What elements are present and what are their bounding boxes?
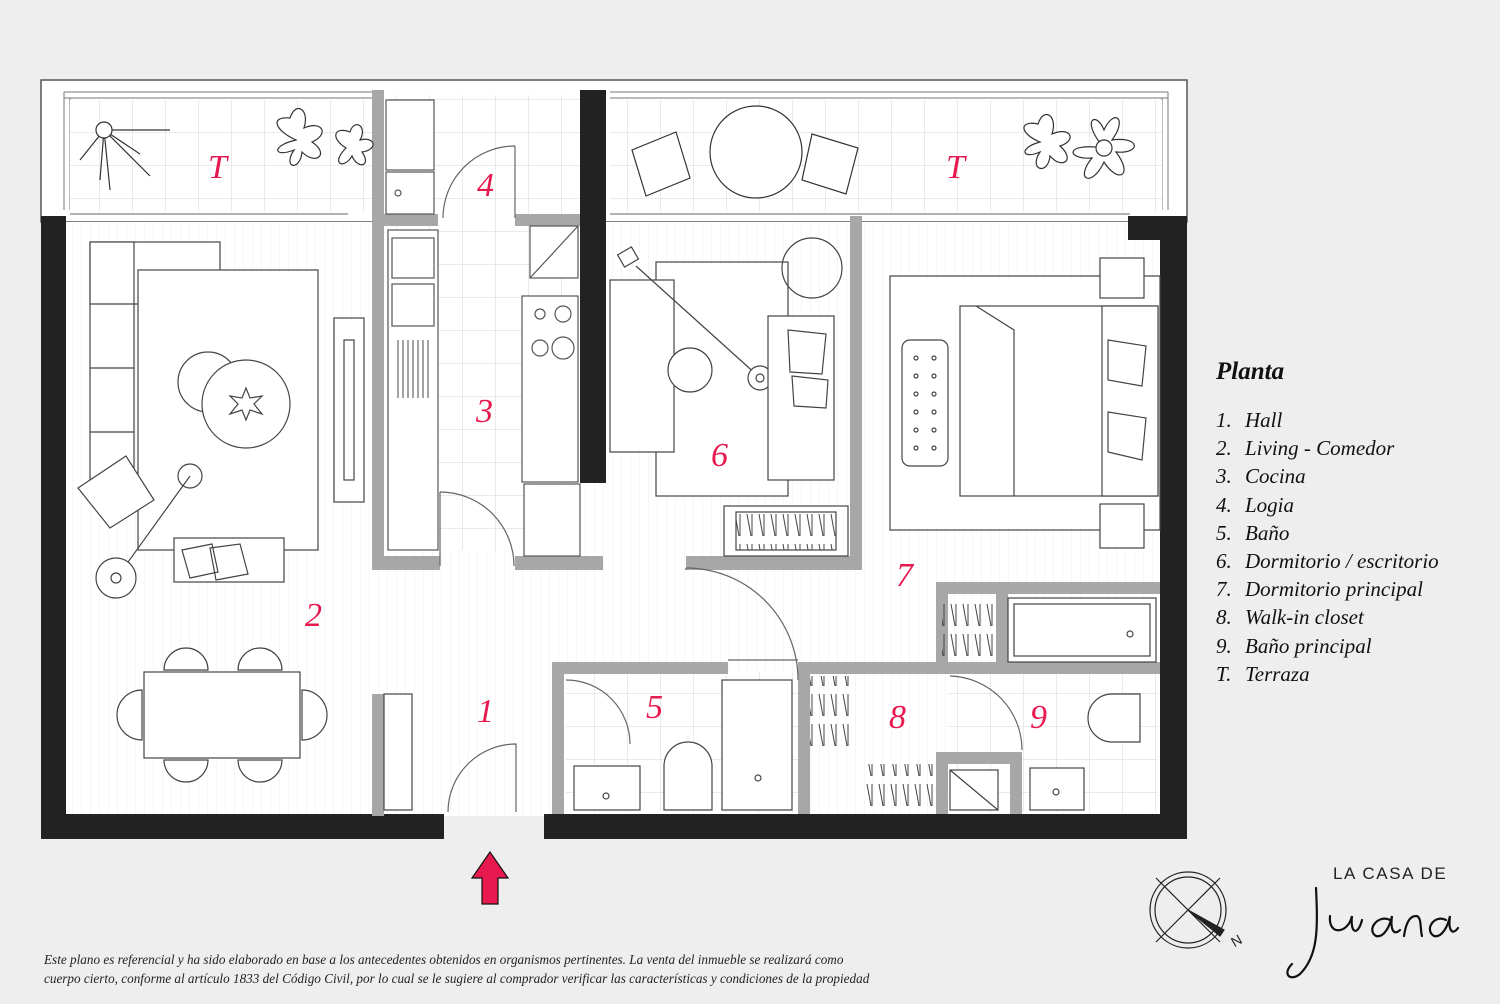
legend-item-label: Baño principal: [1245, 633, 1372, 658]
bathroom-fixtures: [573, 597, 1157, 811]
legend-item-number: 1.: [1216, 408, 1232, 432]
legend-item: 5. Baño: [1216, 519, 1439, 547]
terrace-label-right: T: [946, 149, 967, 186]
legend-item-label: Dormitorio principal: [1245, 577, 1423, 602]
legend-item-number: 2.: [1216, 436, 1232, 461]
legend-item: 1. Hall: [1216, 406, 1439, 434]
living-furniture: [77, 241, 413, 811]
doors: [439, 145, 1023, 813]
legend-title: Planta: [1216, 358, 1285, 385]
room-label-7: 7: [896, 557, 915, 594]
legend-item-number: 5.: [1216, 520, 1232, 545]
legend-item-label: Terraza: [1245, 661, 1310, 686]
legend-item-label: Logia: [1245, 492, 1295, 517]
legend-item-number: 7.: [1216, 577, 1232, 602]
legend-item: 6. Dormitorio / escritorio: [1216, 547, 1439, 575]
legend-item-number: 3.: [1216, 464, 1232, 489]
legend-item-number: 8.: [1216, 605, 1232, 630]
room-label-3: 3: [475, 393, 493, 430]
terrace-label-left: T: [208, 149, 229, 186]
legend-item-label: Hall: [1245, 408, 1283, 432]
north-compass-icon: N: [1149, 871, 1245, 950]
disclaimer: Este plano es referencial y ha sido elab…: [44, 950, 1104, 988]
interior-partitions: [372, 90, 1160, 816]
entry-arrow-icon: [470, 850, 510, 905]
terrace-furniture: [79, 105, 1135, 199]
brand-name: LA CASA DE: [1333, 864, 1448, 883]
legend-item: 9. Baño principal: [1216, 632, 1439, 660]
room-label-9: 9: [1030, 699, 1047, 736]
legend-item-number: 6.: [1216, 548, 1232, 573]
legend-item-number: 4.: [1216, 492, 1232, 517]
compass-letter: N: [1228, 931, 1245, 950]
legend-item-number: 9.: [1216, 633, 1232, 658]
legend-item-label: Cocina: [1245, 464, 1306, 489]
room-label-2: 2: [305, 597, 322, 634]
legend-item: 4. Logia: [1216, 491, 1439, 519]
room-labels: 1 2 3 4 5 6 7 8 9 T T: [208, 149, 1047, 736]
legend-item-label: Walk-in closet: [1245, 605, 1364, 630]
terrace-area: [40, 79, 1188, 223]
legend-item-number: T.: [1216, 661, 1232, 686]
room-label-5: 5: [646, 689, 663, 726]
room-label-8: 8: [889, 699, 906, 736]
exterior-walls: [41, 90, 1187, 839]
brand-logo: [1286, 886, 1460, 979]
legend-item: 3. Cocina: [1216, 462, 1439, 490]
study-bedroom-furniture: [609, 237, 849, 557]
legend-item-label: Living - Comedor: [1245, 436, 1395, 461]
disclaimer-line-2: cuerpo cierto, conforme al artículo 1833…: [44, 971, 870, 986]
kitchen-fixtures: [385, 99, 581, 557]
room-label-6: 6: [711, 437, 728, 474]
legend-item: 2. Living - Comedor: [1216, 434, 1439, 462]
legend-item: 7. Dormitorio principal: [1216, 575, 1439, 603]
room-label-1: 1: [477, 693, 494, 730]
legend-item: T. Terraza: [1216, 660, 1439, 688]
disclaimer-line-1: Este plano es referencial y ha sido elab…: [44, 952, 844, 967]
legend-item-label: Dormitorio / escritorio: [1245, 548, 1439, 573]
legend-item: 8. Walk-in closet: [1216, 603, 1439, 631]
master-bedroom-furniture: [889, 257, 1161, 549]
legend-item-label: Baño: [1245, 520, 1290, 545]
room-label-4: 4: [477, 167, 494, 204]
